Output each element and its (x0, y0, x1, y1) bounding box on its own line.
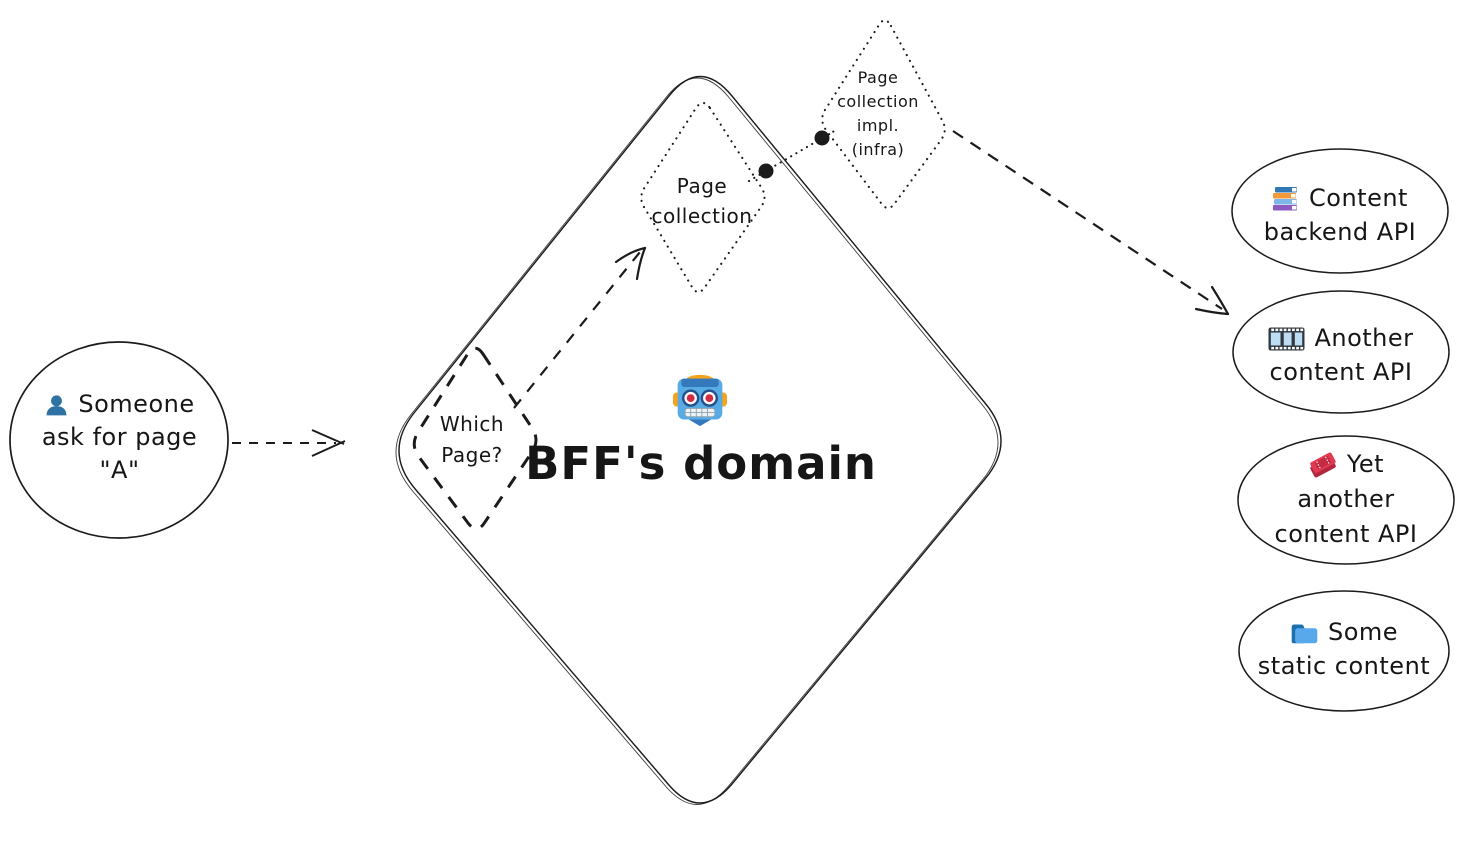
person-icon (44, 393, 69, 418)
another-content-api-ellipse (1232, 290, 1450, 414)
which-page-label: Which Page? (408, 409, 536, 471)
actor-label-text: ask for page (41, 423, 198, 451)
actor-label-text: Someone (78, 390, 195, 418)
api-label-text: backend API (1263, 218, 1417, 246)
connector-dot (814, 130, 830, 146)
some-static-content-label: Some static content (1233, 615, 1455, 683)
decision-arrow (513, 246, 647, 409)
api-label-text: Another (1314, 324, 1414, 352)
folder-icon (1290, 621, 1319, 645)
impl-label-text: collection (837, 92, 919, 111)
page-collection-label-text: collection (651, 204, 753, 228)
content-backend-api-ellipse (1231, 148, 1449, 274)
api-label-text: content API (1269, 358, 1413, 386)
film-icon (1268, 327, 1305, 351)
api-label-text: Yet (1346, 450, 1385, 478)
impl-label-text: impl. (856, 116, 900, 135)
some-static-content-ellipse (1238, 590, 1450, 712)
which-page-label-text: Page? (441, 443, 503, 467)
page-collection-label: Page collection (636, 171, 768, 231)
impl-label-text: (infra) (851, 140, 905, 159)
api-label-text: static content (1257, 652, 1431, 680)
which-page-diamond (412, 346, 538, 531)
which-page-label-text: Which (439, 412, 505, 436)
actor-ellipse (9, 341, 229, 539)
content-backend-api-label: Content backend API (1229, 181, 1451, 249)
api-label-text: Content (1309, 184, 1408, 212)
connector-dot (758, 163, 774, 179)
page-collection-label-text: Page (676, 174, 728, 198)
yet-another-content-api-ellipse (1237, 435, 1455, 565)
actor-label: Someone ask for page "A" (11, 388, 228, 487)
another-content-api-label: Another content API (1230, 321, 1452, 389)
api-label-text: Some (1327, 618, 1399, 646)
request-arrow (232, 429, 346, 457)
api-label-text: another (1297, 485, 1395, 513)
robot-icon (672, 373, 728, 427)
page-collection-impl-label: Page collection impl. (infra) (816, 66, 940, 162)
page-collection-impl-diamond (821, 19, 946, 210)
books-icon (1272, 186, 1300, 212)
bff-domain-diamond-sketch-pass (395, 77, 999, 805)
api-label-text: content API (1274, 520, 1418, 548)
bff-domain-title: BFF's domain (525, 437, 877, 490)
actor-label-text: "A" (99, 456, 140, 484)
impl-label-text: Page (857, 68, 899, 87)
page-collection-diamond (640, 101, 766, 294)
impl-connector-line (747, 128, 838, 183)
tickets-icon (1308, 451, 1338, 479)
backend-arrow (952, 130, 1230, 316)
yet-another-content-api-label: Yet another content API (1235, 447, 1457, 552)
